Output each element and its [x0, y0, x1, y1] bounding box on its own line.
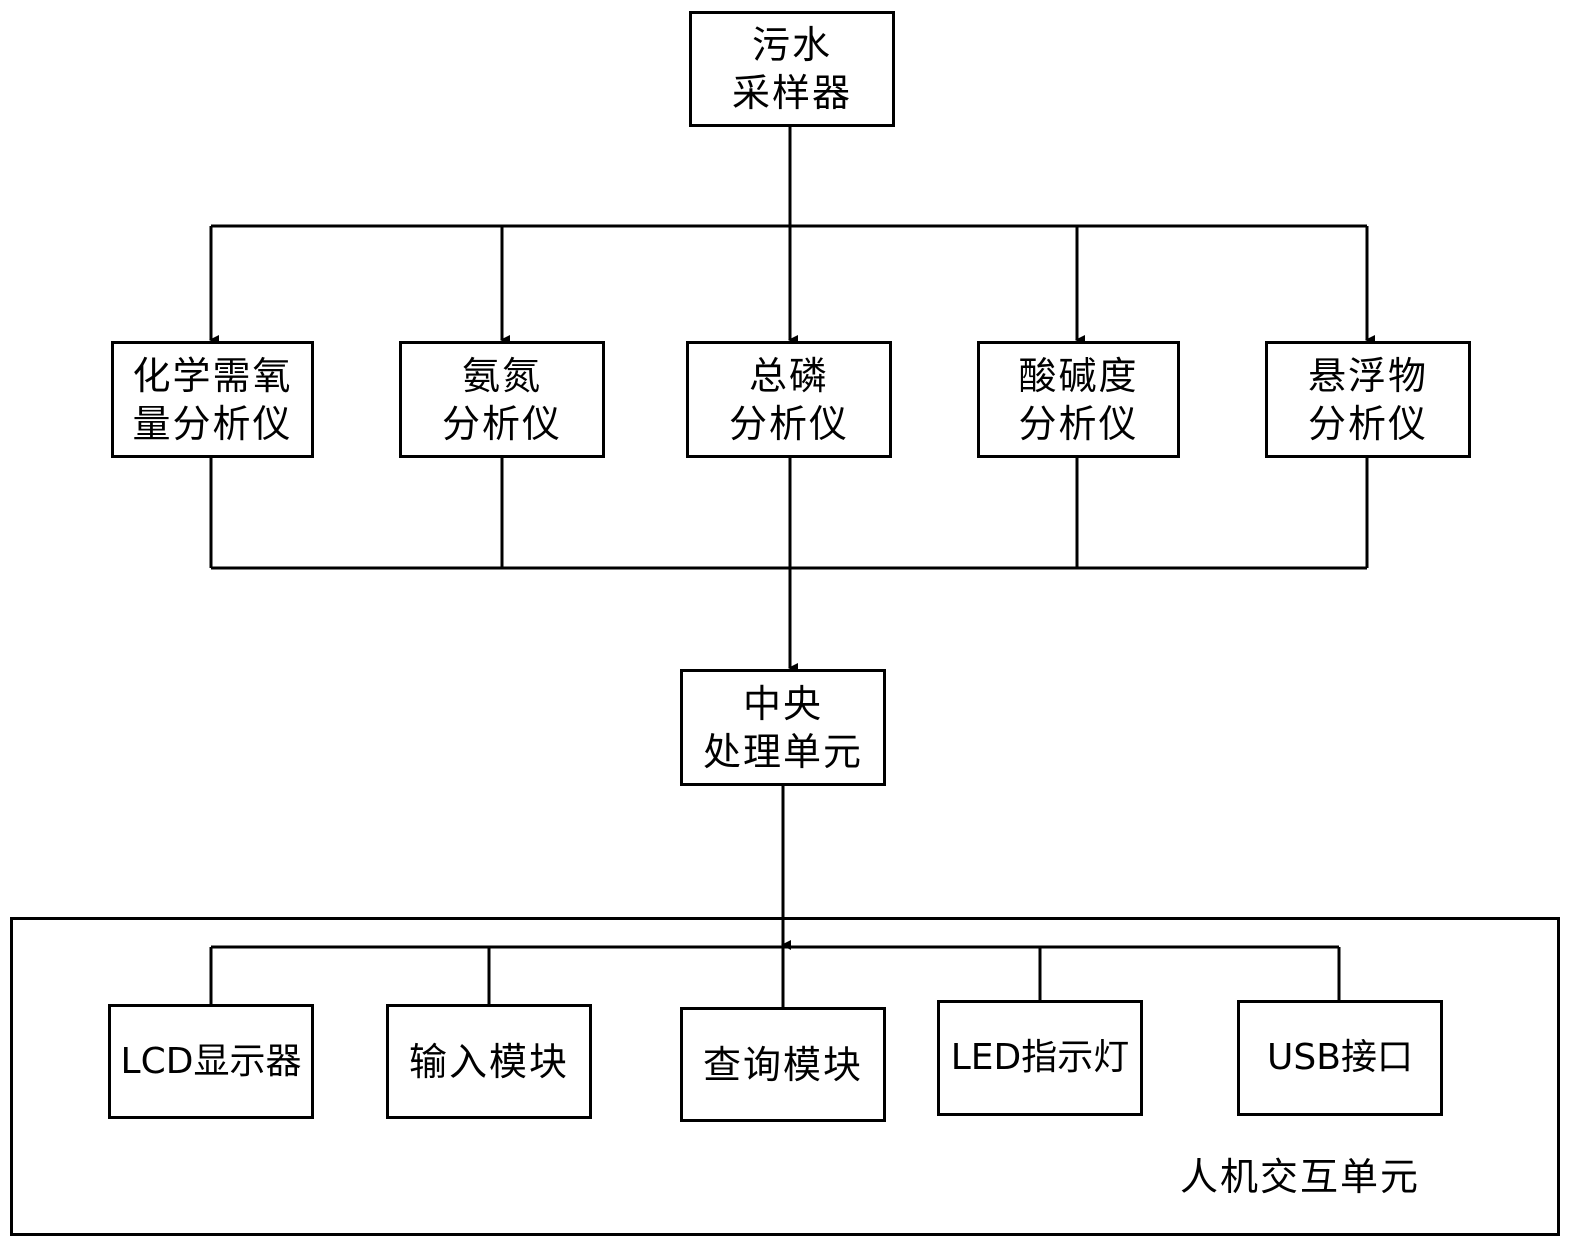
module-label: 查询模块: [702, 1042, 863, 1087]
module-label: 输入模块: [408, 1039, 569, 1084]
input-module-box: 输入模块: [386, 1004, 592, 1119]
sewage-sampler-box: 污水 采样器: [689, 11, 895, 127]
usb-interface-box: USB接口: [1237, 1000, 1443, 1116]
hmi-unit-frame: [10, 917, 1560, 1236]
query-module-box: 查询模块: [680, 1007, 886, 1122]
ammonia-analyzer-box: 氨氮 分析仪: [399, 341, 605, 458]
module-label: USB接口: [1267, 1037, 1413, 1078]
analyzer-label-line1: 酸碱度: [1018, 353, 1139, 398]
cpu-label-line2: 处理单元: [702, 729, 863, 774]
central-processing-unit-box: 中央 处理单元: [680, 669, 886, 786]
led-indicator-box: LED指示灯: [937, 1000, 1143, 1116]
analyzer-label-line2: 分析仪: [441, 401, 562, 446]
hmi-unit-label: 人机交互单元: [1180, 1155, 1421, 1199]
module-label: LED指示灯: [950, 1037, 1130, 1078]
analyzer-label-line1: 悬浮物: [1307, 353, 1428, 398]
sampler-label-line1: 污水: [751, 23, 832, 67]
analyzer-label-line2: 量分析仪: [132, 401, 293, 446]
suspended-solids-analyzer-box: 悬浮物 分析仪: [1265, 341, 1471, 458]
analyzer-label-line1: 总磷: [748, 353, 829, 398]
phosphorus-analyzer-box: 总磷 分析仪: [686, 341, 892, 458]
module-label: LCD显示器: [120, 1040, 302, 1082]
sampler-label-line2: 采样器: [731, 71, 852, 115]
analyzer-label-line1: 化学需氧: [132, 353, 293, 398]
ph-analyzer-box: 酸碱度 分析仪: [977, 341, 1180, 458]
cod-analyzer-box: 化学需氧 量分析仪: [111, 341, 314, 458]
analyzer-label-line1: 氨氮: [461, 353, 542, 398]
analyzer-label-line2: 分析仪: [1307, 401, 1428, 446]
cpu-label-line1: 中央: [742, 681, 823, 726]
lcd-display-box: LCD显示器: [108, 1004, 314, 1119]
analyzer-label-line2: 分析仪: [728, 401, 849, 446]
analyzer-label-line2: 分析仪: [1018, 401, 1139, 446]
